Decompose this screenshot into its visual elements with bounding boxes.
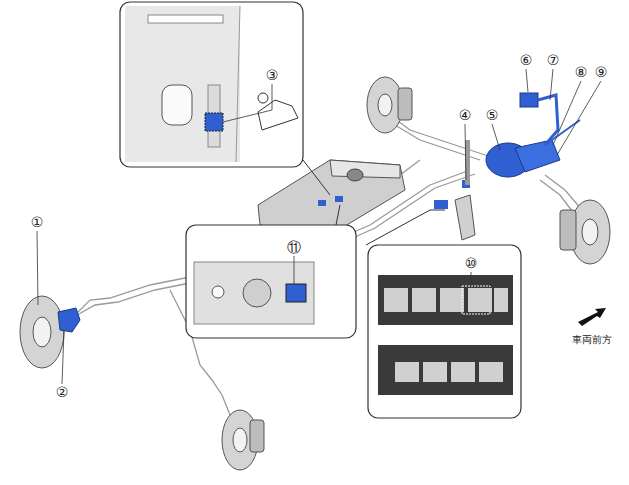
brake-booster-assembly [455,93,580,240]
callout-number: ② [55,384,70,400]
callout-number: ⑤ [485,107,500,123]
callout-number: ④ [458,107,473,123]
callout-number: ⑩ [464,255,479,271]
leader-line [37,69,601,384]
callout-number: ③ [265,67,280,83]
direction-arrow [578,308,606,326]
center-console [258,160,405,235]
direction-label: 車両前方 [571,334,613,346]
callout-number: ① [30,214,45,230]
callout-number: ⑨ [594,64,609,80]
caliper [58,308,80,332]
switch [434,200,448,209]
callout-number: ⑦ [546,52,561,68]
callout-number: ⑪ [286,239,302,255]
callout-number: ⑧ [574,64,589,80]
callout-number: ⑥ [519,52,534,68]
brake-rotor [20,77,610,470]
inset-panel [120,2,521,418]
